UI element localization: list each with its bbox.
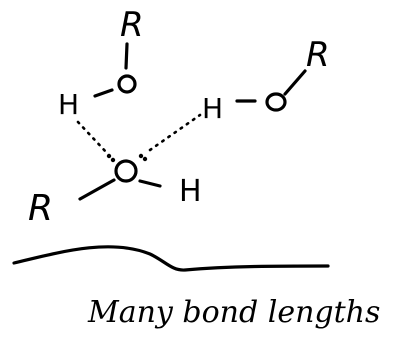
bond-o-h-center: [138, 179, 162, 188]
lone-pair-dot: [142, 156, 148, 162]
caption-text: Many bond lengths: [87, 295, 380, 330]
atom-r-right: R: [306, 35, 330, 75]
lone-pair-dot: [138, 153, 144, 159]
bond-o-r-right: [283, 69, 307, 96]
atom-h-right: H: [202, 92, 223, 125]
atom-h-left: H: [58, 88, 79, 121]
hydrogen-bond-left: [76, 120, 108, 154]
atom-r-top: R: [120, 5, 144, 45]
bond-r-o-center: [78, 178, 116, 201]
bond-o-h-top: [93, 88, 114, 98]
lone-pair-dot: [106, 153, 112, 159]
bond-r-o-top: [124, 42, 129, 70]
atom-o-right: [265, 92, 287, 112]
hydrogen-bond-right: [148, 113, 202, 152]
molecule-top-left: R H: [58, 5, 144, 121]
lone-pair-dot: [110, 157, 116, 163]
atom-o-center: [114, 159, 138, 183]
separator-line: [12, 245, 330, 272]
molecule-center: R H: [28, 153, 202, 229]
atom-r-center: R: [28, 188, 53, 229]
molecule-right: H R: [202, 35, 330, 125]
atom-o-top: [117, 74, 137, 94]
hydrogen-bonds: [76, 113, 202, 154]
atom-h-center: H: [179, 174, 202, 209]
